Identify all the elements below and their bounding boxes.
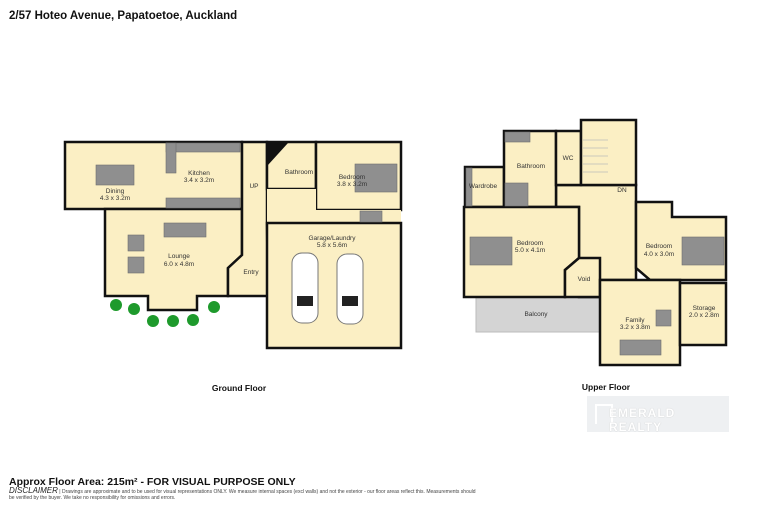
- kitchen-island: [165, 197, 241, 209]
- kitchen-size: 3.4 x 3.2m: [184, 177, 214, 184]
- ground-floor-plan: Dining 4.3 x 3.2m Kitchen 3.4 x 3.2m Lou…: [63, 140, 403, 393]
- sofa: [619, 339, 662, 356]
- bedroom-1-size: 5.0 x 4.1m: [515, 247, 545, 254]
- kitchen-bench: [165, 142, 241, 153]
- wardrobe-shelf: [465, 167, 473, 207]
- sofa: [163, 222, 207, 238]
- family-label: Family: [625, 317, 645, 324]
- kitchen-bench-side: [165, 142, 177, 174]
- balcony: [475, 296, 601, 333]
- house-icon: [595, 404, 613, 424]
- void-label: Void: [578, 276, 591, 283]
- storage-label: Storage: [693, 305, 716, 312]
- car-icon: [336, 253, 364, 325]
- wc-label: WC: [563, 155, 574, 162]
- stairs-up-label: UP: [249, 183, 258, 190]
- family-size: 3.2 x 3.8m: [620, 324, 650, 331]
- bedroom-2-label: Bedroom: [646, 243, 672, 250]
- disclaimer-label: DISCLAIMER: [9, 486, 58, 495]
- stairs-down-label: DN: [617, 187, 627, 194]
- ground-floor-label: Ground Floor: [212, 383, 267, 393]
- car-icon: [291, 252, 319, 324]
- armchair: [127, 234, 145, 252]
- upper-floor-label: Upper Floor: [582, 382, 631, 392]
- dining-size: 4.3 x 3.2m: [100, 195, 130, 202]
- entry-label: Entry: [243, 269, 259, 276]
- shower: [504, 182, 529, 207]
- bedroom-size: 3.8 x 3.2m: [337, 181, 367, 188]
- stair-treads: [583, 139, 608, 173]
- logo-text: EMERALD REALTY: [609, 406, 676, 434]
- property-address: 2/57 Hoteo Avenue, Papatoetoe, Auckland: [9, 10, 238, 22]
- plant-icon: [110, 299, 220, 327]
- garage-label: Garage/Laundry: [309, 235, 357, 242]
- vanity: [504, 131, 531, 143]
- upper-bathroom-label: Bathroom: [517, 163, 545, 170]
- balcony-label: Balcony: [524, 311, 548, 318]
- bedroom-2-size: 4.0 x 3.0m: [644, 251, 674, 258]
- bathroom-corner: [268, 143, 288, 165]
- upper-floor-plan: Wardrobe Bathroom WC DN Bedroom 5.0 x 4.…: [462, 118, 728, 392]
- garage-size: 5.8 x 5.6m: [317, 242, 347, 249]
- disclaimer-text: | Drawings are approximate and to be use…: [9, 489, 476, 501]
- floor-area: Approx Floor Area: 215m² - FOR VISUAL PU…: [9, 476, 296, 488]
- armchair: [655, 309, 672, 327]
- dining-label: Dining: [106, 188, 125, 195]
- void-room: [563, 256, 602, 299]
- laundry-bench: [359, 210, 383, 223]
- bed: [354, 163, 398, 193]
- armchair: [127, 256, 145, 274]
- bed: [469, 236, 513, 266]
- lounge-size: 6.0 x 4.8m: [164, 261, 194, 268]
- bathroom-label: Bathroom: [285, 169, 313, 176]
- stairs: [579, 118, 638, 187]
- realty-logo: EMERALD REALTY: [587, 396, 729, 434]
- disclaimer: DISCLAIMER | Drawings are approximate an…: [9, 486, 479, 502]
- storage-size: 2.0 x 2.8m: [689, 312, 719, 319]
- dining-table: [95, 164, 135, 186]
- kitchen-label: Kitchen: [188, 170, 210, 177]
- storage-room: [678, 281, 728, 347]
- bed: [681, 236, 725, 266]
- lounge-label: Lounge: [168, 253, 190, 260]
- bedroom-label: Bedroom: [339, 174, 365, 181]
- bedroom-1-label: Bedroom: [517, 240, 543, 247]
- wardrobe-label: Wardrobe: [469, 183, 498, 190]
